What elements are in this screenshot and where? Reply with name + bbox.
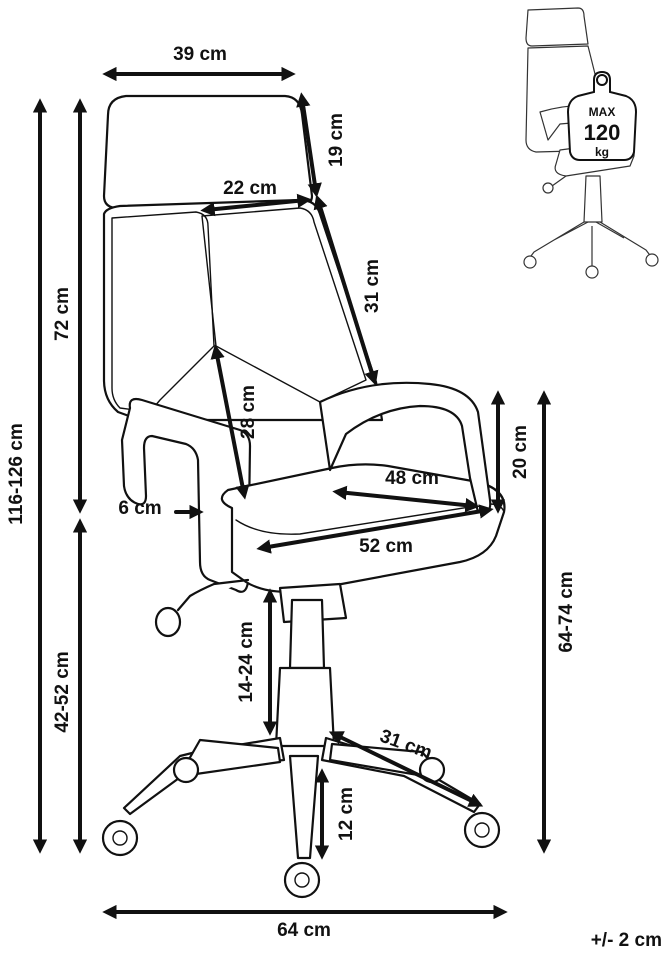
mini-lever [551,175,567,187]
label-arm-floor: 64-74 cm [556,571,577,652]
label-base-height: 12 cm [336,787,357,841]
dim-seat-depth-arrow [256,504,494,554]
label-tolerance: +/- 2 cm [591,930,662,951]
label-arm-pad: 6 cm [118,498,161,519]
label-gas-lift: 14-24 cm [236,621,257,702]
adjust-lever [176,578,250,612]
mini-caster-1 [523,255,537,269]
dim-back-center-arrow [210,344,250,500]
label-seat-depth: 52 cm [359,536,413,557]
cylinder-cover [274,666,336,748]
weight-badge-shape [566,70,638,161]
dimension-lines [32,66,552,920]
caster-left-hub [112,830,128,846]
label-base-width: 64 cm [277,920,331,941]
headrest [102,94,314,210]
seat [220,463,506,593]
mini-chair-illustration: MAX 120 kg [523,7,659,279]
caster-right [463,811,501,849]
base-leg-front [288,754,320,860]
mini-cylinder [583,175,603,223]
caster-front [283,861,321,899]
label-back-side: 31 cm [362,259,383,313]
weight-unit-text: kg [595,145,609,159]
mini-base [527,221,653,270]
caster-left [101,819,139,857]
label-width: 39 cm [173,44,227,65]
label-seat-height: 42-52 cm [52,651,73,732]
label-back-center: 28 cm [238,385,259,439]
weight-value-text: 120 [584,120,621,145]
gas-cylinder [288,598,326,670]
dim-seat-width-arrow [332,485,480,513]
label-headrest-height: 19 cm [326,113,347,167]
caster-back-left [172,756,200,784]
label-backrest-height: 72 cm [52,287,73,341]
weight-max-text: MAX [589,105,616,119]
dim-headrest-height-arrow [296,92,322,198]
mini-headrest [525,7,589,47]
lever-knob [154,606,182,638]
caster-right-hub [474,822,490,838]
mini-caster-2 [645,253,659,267]
dimension-labels: 39 cm 19 cm 22 cm 31 cm 116-126 cm 72 cm… [6,44,662,951]
label-arm-height: 20 cm [510,425,531,479]
dim-back-side-arrow [313,194,379,386]
dim-leg-length-arrow [328,731,484,807]
caster-front-hub [294,872,310,888]
label-headrest-width: 22 cm [223,178,277,199]
dim-headrest-width-arrow [200,193,312,217]
label-seat-width: 48 cm [385,468,439,489]
mini-caster-3 [585,265,599,279]
label-total-height: 116-126 cm [6,423,27,524]
chair-drawing [101,94,506,899]
weight-badge-handle [596,74,608,86]
max-weight-badge: MAX 120 kg [566,70,638,161]
mini-lever-knob [542,182,554,194]
